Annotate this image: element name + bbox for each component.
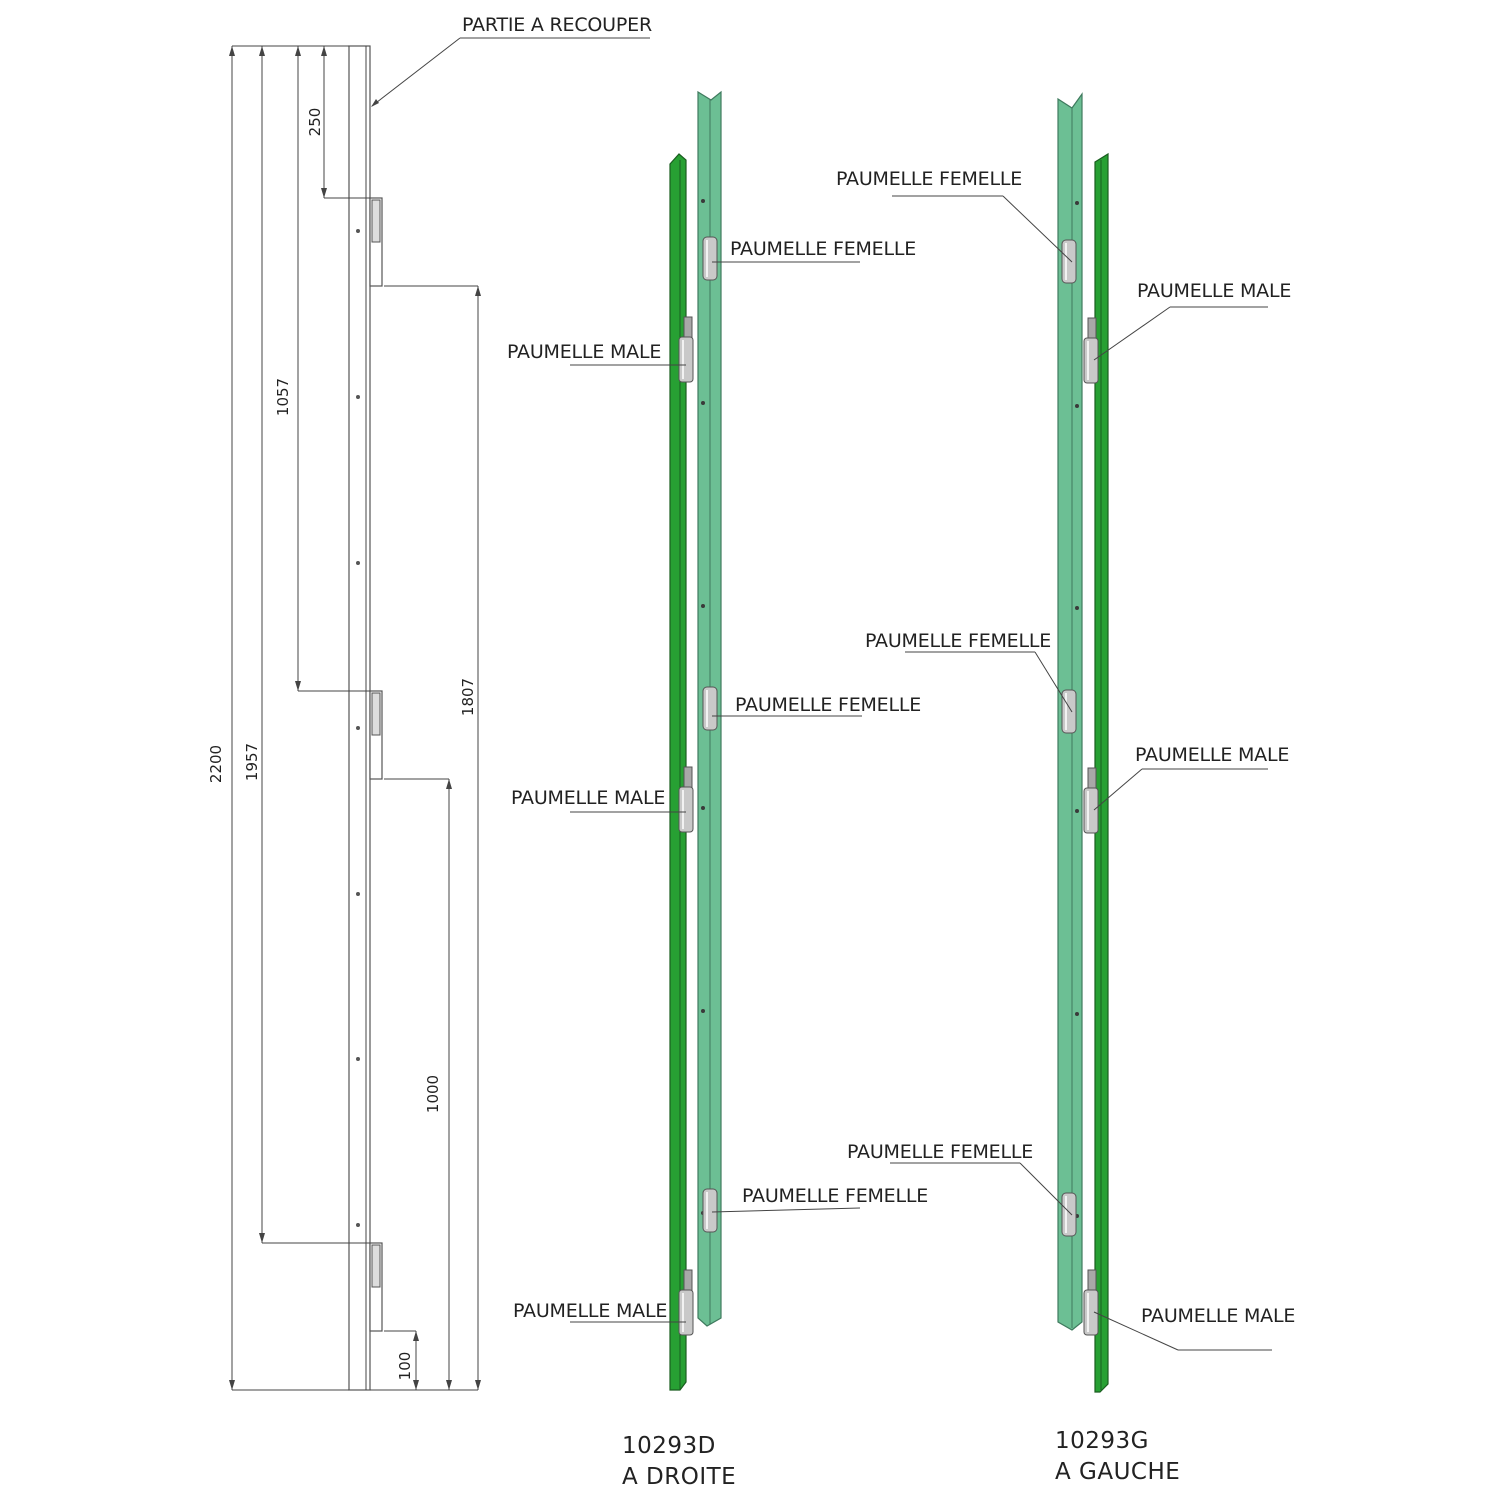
- dim-label-1057: 1057: [274, 378, 292, 416]
- cut-label: PARTIE A RECOUPER: [462, 14, 652, 36]
- dim-1000: 1000: [384, 778, 452, 1390]
- hinge-top: [369, 197, 383, 287]
- callout-male-mid: PAUMELLE MALE: [1093, 744, 1289, 811]
- callout-male-top: PAUMELLE MALE: [507, 341, 686, 366]
- callout-male-bot: PAUMELLE MALE: [1093, 1305, 1295, 1351]
- dim-label-1957: 1957: [243, 743, 261, 781]
- female-hinge-top: [1061, 239, 1077, 284]
- label-female-bot: PAUMELLE FEMELLE: [847, 1141, 1033, 1163]
- label-female-bot: PAUMELLE FEMELLE: [742, 1185, 928, 1207]
- callout-female-top: PAUMELLE FEMELLE: [712, 238, 916, 263]
- female-hinge-top: [702, 236, 718, 281]
- label-male-bot: PAUMELLE MALE: [1141, 1305, 1295, 1327]
- dim-label-1807: 1807: [459, 678, 477, 716]
- label-female-mid: PAUMELLE FEMELLE: [865, 630, 1051, 652]
- label-female-top: PAUMELLE FEMELLE: [836, 168, 1022, 190]
- side-right: A DROITE: [622, 1464, 736, 1490]
- male-hinge-top: [678, 316, 694, 383]
- male-post: [1094, 152, 1109, 1393]
- side-left: A GAUCHE: [1055, 1459, 1180, 1485]
- female-hinge-bottom: [702, 1188, 718, 1233]
- label-female-top: PAUMELLE FEMELLE: [730, 238, 916, 260]
- hinge-middle: [369, 690, 383, 780]
- male-hinge-bottom: [1083, 1269, 1099, 1336]
- ref-right: 10293D: [622, 1433, 716, 1459]
- callout-female-top: PAUMELLE FEMELLE: [836, 168, 1073, 263]
- label-male-top: PAUMELLE MALE: [507, 341, 661, 363]
- female-hinge-middle: [702, 686, 718, 731]
- callout-female-bot: PAUMELLE FEMELLE: [847, 1141, 1073, 1216]
- label-male-mid: PAUMELLE MALE: [1135, 744, 1289, 766]
- male-hinge-top: [1083, 317, 1099, 384]
- female-hinge-bottom: [1061, 1192, 1077, 1237]
- assembly-right-hand: PAUMELLE FEMELLE PAUMELLE MALE PAUMELLE …: [507, 90, 928, 1490]
- dim-label-250: 250: [306, 108, 324, 137]
- post-outline: [348, 45, 371, 1391]
- dim-250: 250: [306, 46, 370, 199]
- label-male-bot: PAUMELLE MALE: [513, 1300, 667, 1322]
- label-male-mid: PAUMELLE MALE: [511, 787, 665, 809]
- callout-female-mid: PAUMELLE FEMELLE: [712, 694, 921, 717]
- callout-male-mid: PAUMELLE MALE: [511, 787, 686, 813]
- dim-label-2200: 2200: [207, 745, 225, 783]
- dim-1807: 1807: [370, 285, 481, 1391]
- dim-label-1000: 1000: [424, 1075, 442, 1113]
- callout-female-bot: PAUMELLE FEMELLE: [711, 1185, 928, 1213]
- dim-1957: 1957: [243, 46, 370, 1244]
- technical-drawing: PARTIE A RECOUPER 2200 1957 1057: [207, 14, 652, 1391]
- assembly-left-hand: PAUMELLE FEMELLE PAUMELLE MALE PAUMELLE …: [836, 92, 1295, 1485]
- female-hinge-middle: [1061, 689, 1077, 734]
- hinge-bottom: [369, 1242, 383, 1332]
- dim-2200: 2200: [207, 45, 349, 1391]
- male-hinge-middle: [1083, 767, 1099, 834]
- ref-left: 10293G: [1055, 1428, 1149, 1454]
- callout-male-bot: PAUMELLE MALE: [513, 1300, 686, 1323]
- label-male-top: PAUMELLE MALE: [1137, 280, 1291, 302]
- dim-100: 100: [384, 1330, 419, 1390]
- dim-1057: 1057: [274, 46, 370, 692]
- callout-female-mid: PAUMELLE FEMELLE: [865, 630, 1073, 713]
- callout-male-top: PAUMELLE MALE: [1093, 280, 1291, 361]
- male-hinge-bottom: [678, 1269, 694, 1336]
- label-female-mid: PAUMELLE FEMELLE: [735, 694, 921, 716]
- screw-holes: [356, 229, 360, 1227]
- male-hinge-middle: [678, 766, 694, 833]
- dim-label-100: 100: [396, 1352, 414, 1381]
- cut-callout: PARTIE A RECOUPER: [371, 14, 652, 107]
